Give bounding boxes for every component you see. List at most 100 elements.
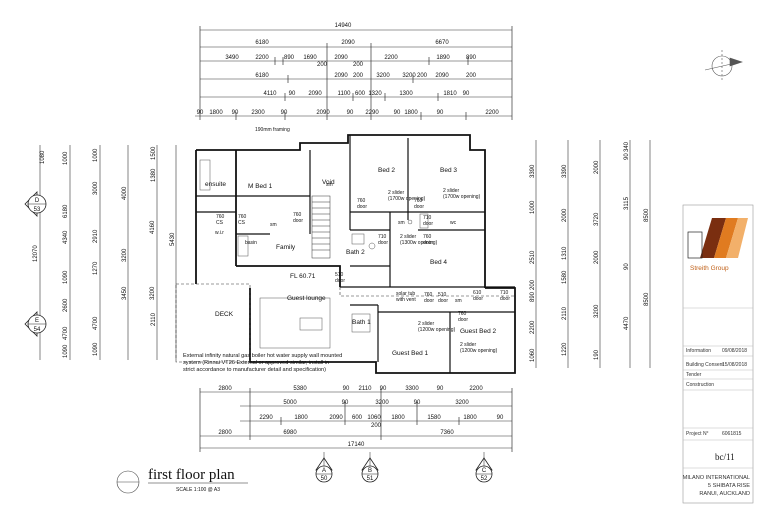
section-letter: B: [368, 468, 372, 474]
room-labels: ensuite M Bed 1 Void Bed 2 Bed 3 Bed 4 F…: [205, 167, 497, 357]
project-name: MILANO INTERNATIONAL: [683, 475, 750, 481]
dim-label: 1320: [368, 91, 382, 97]
dim-label: 200: [353, 62, 364, 68]
dim-label: 1810: [443, 91, 457, 97]
dim-label: 2090: [435, 73, 449, 79]
door-type: door: [357, 204, 367, 210]
dim-label: 2110: [151, 312, 157, 326]
door-type: door: [414, 204, 424, 210]
dim-label: 3200: [122, 248, 128, 262]
dim-label: 1380: [151, 168, 157, 182]
slider-opening: (1700w opening): [443, 194, 481, 200]
dim-label: 2090: [329, 415, 343, 421]
dim-label: 2090: [316, 110, 330, 116]
section-sheet: 54: [34, 327, 41, 333]
dim-label: 200: [317, 62, 328, 68]
left-dimension-labels: 1080 1000 3000 6180 4000 4340 2910 12070…: [33, 146, 176, 358]
dim-label: 3200: [402, 73, 416, 79]
door-type: CS: [216, 220, 224, 226]
door-type: door: [378, 240, 388, 246]
dim-label: 6980: [283, 430, 297, 436]
dim-label: 1000: [93, 148, 99, 162]
dim-label: 2800: [218, 386, 232, 392]
dim-label: 90: [437, 110, 444, 116]
dim-label: 90: [347, 110, 354, 116]
dim-label: 90: [281, 110, 288, 116]
note-line-3: strict accordance to manufacturer detail…: [183, 367, 326, 373]
dim-label: 8500: [644, 208, 650, 222]
dim-label: 3300: [405, 386, 419, 392]
dim-label: 5380: [293, 386, 307, 392]
section-letter: E: [35, 318, 39, 324]
label-solar-tub: solar tub: [396, 291, 415, 297]
dim-label: 2200: [384, 55, 398, 61]
dim-label: 3200: [455, 400, 469, 406]
dim-label: 3200: [375, 400, 389, 406]
dim-label: 890: [530, 291, 536, 302]
dim-label: 12070: [33, 245, 39, 262]
dim-label: 2000: [594, 160, 600, 174]
door-size: 610: [473, 290, 482, 296]
dim-label: 3390: [562, 164, 568, 178]
door-size: 760: [458, 311, 467, 317]
dim-label: 5430: [170, 232, 176, 246]
section-marker-a[interactable]: A 50: [315, 452, 333, 483]
room-basin: basin: [245, 240, 257, 246]
floor-level: FL 60.71: [290, 273, 316, 280]
top-dimension-ticks: [199, 26, 513, 120]
dim-label: 90: [342, 400, 349, 406]
dim-label: 90: [497, 415, 504, 421]
room-guest-bed-1: Guest Bed 1: [392, 350, 429, 357]
dim-label: 2090: [334, 55, 348, 61]
dim-label: 4700: [93, 316, 99, 330]
dim-label: 3390: [530, 164, 536, 178]
dim-label: 4110: [264, 91, 278, 97]
north-arrow: [704, 50, 743, 82]
dim-label: 4470: [624, 316, 630, 330]
dim-label: 2200: [469, 386, 483, 392]
dim-label: 2800: [218, 430, 232, 436]
plan-title: first floor plan: [148, 467, 235, 483]
dim-label: 190: [594, 349, 600, 360]
sheet-number: bc/11: [715, 452, 735, 462]
door-size: 710: [423, 215, 432, 221]
title-block: Streith Group Information 09/08/2018 Bui…: [683, 204, 754, 504]
label-wir: w.i.r: [215, 230, 224, 236]
dim-label: 3450: [122, 286, 128, 300]
dim-label: 1060: [530, 348, 536, 362]
dim-label: 2090: [334, 73, 348, 79]
section-marker-b[interactable]: B 51: [361, 452, 379, 483]
dim-label: 5000: [283, 400, 297, 406]
door-type: door: [458, 317, 468, 323]
label-wc: wc: [450, 220, 457, 226]
slider-opening: (1700w opening): [388, 196, 426, 202]
section-marker-d[interactable]: D 53: [24, 191, 47, 217]
dim-label: 3490: [225, 55, 239, 61]
room-bed-2: Bed 2: [378, 167, 395, 174]
dim-label: 1300: [399, 91, 413, 97]
interior-walls: [196, 135, 515, 373]
dim-label: 2200: [530, 320, 536, 334]
section-marker-c[interactable]: C 52: [475, 452, 493, 483]
section-letter: D: [35, 198, 40, 204]
project-no-label: Project N°: [686, 431, 709, 437]
dim-label: 1310: [562, 246, 568, 260]
label-sm: sm: [455, 298, 462, 304]
room-ensuite: ensuite: [205, 181, 226, 188]
dim-label: 1100: [338, 91, 352, 97]
slider-label: 2 slider: [388, 190, 404, 196]
dim-label: 1090: [63, 344, 69, 358]
door-type: door: [423, 221, 433, 227]
dim-label: 1220: [562, 342, 568, 356]
dim-label: 2290: [259, 415, 273, 421]
plan-scale: SCALE 1:100 @ A3: [176, 487, 220, 493]
dim-label: 90: [232, 110, 239, 116]
dim-label: 1800: [463, 415, 477, 421]
door-size: 760: [216, 214, 225, 220]
dim-label: 200: [466, 73, 477, 79]
dim-label: 1090: [93, 342, 99, 356]
dim-label: 1800: [294, 415, 308, 421]
section-marker-e[interactable]: E 54: [24, 311, 47, 337]
project-no: 6061815: [722, 431, 742, 437]
